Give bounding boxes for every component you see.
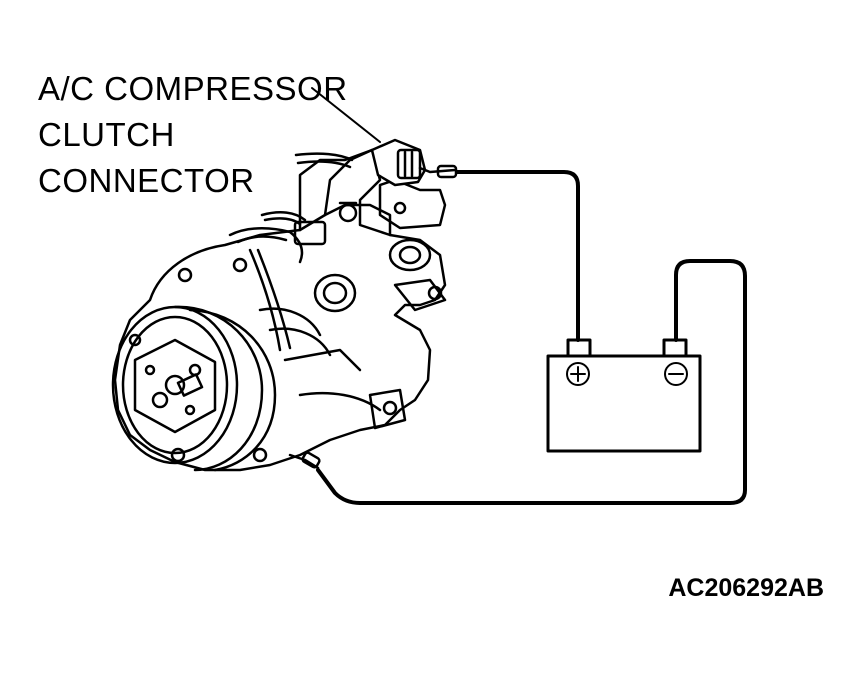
compressor-clutch-connector-label: A/C COMPRESSOR CLUTCH CONNECTOR xyxy=(38,66,348,204)
negative-terminal-symbol xyxy=(664,362,688,386)
compressor-illustration xyxy=(111,87,458,472)
figure-id: AC206292AB xyxy=(668,574,824,602)
callout-line-1: A/C COMPRESSOR xyxy=(38,70,348,107)
negative-jumper-wire xyxy=(316,259,747,505)
callout-line-2: CLUTCH xyxy=(38,116,175,153)
positive-jumper-wire xyxy=(455,170,580,342)
callout-line-3: CONNECTOR xyxy=(38,162,255,199)
battery-icon xyxy=(546,338,702,453)
positive-terminal-symbol xyxy=(566,362,590,386)
